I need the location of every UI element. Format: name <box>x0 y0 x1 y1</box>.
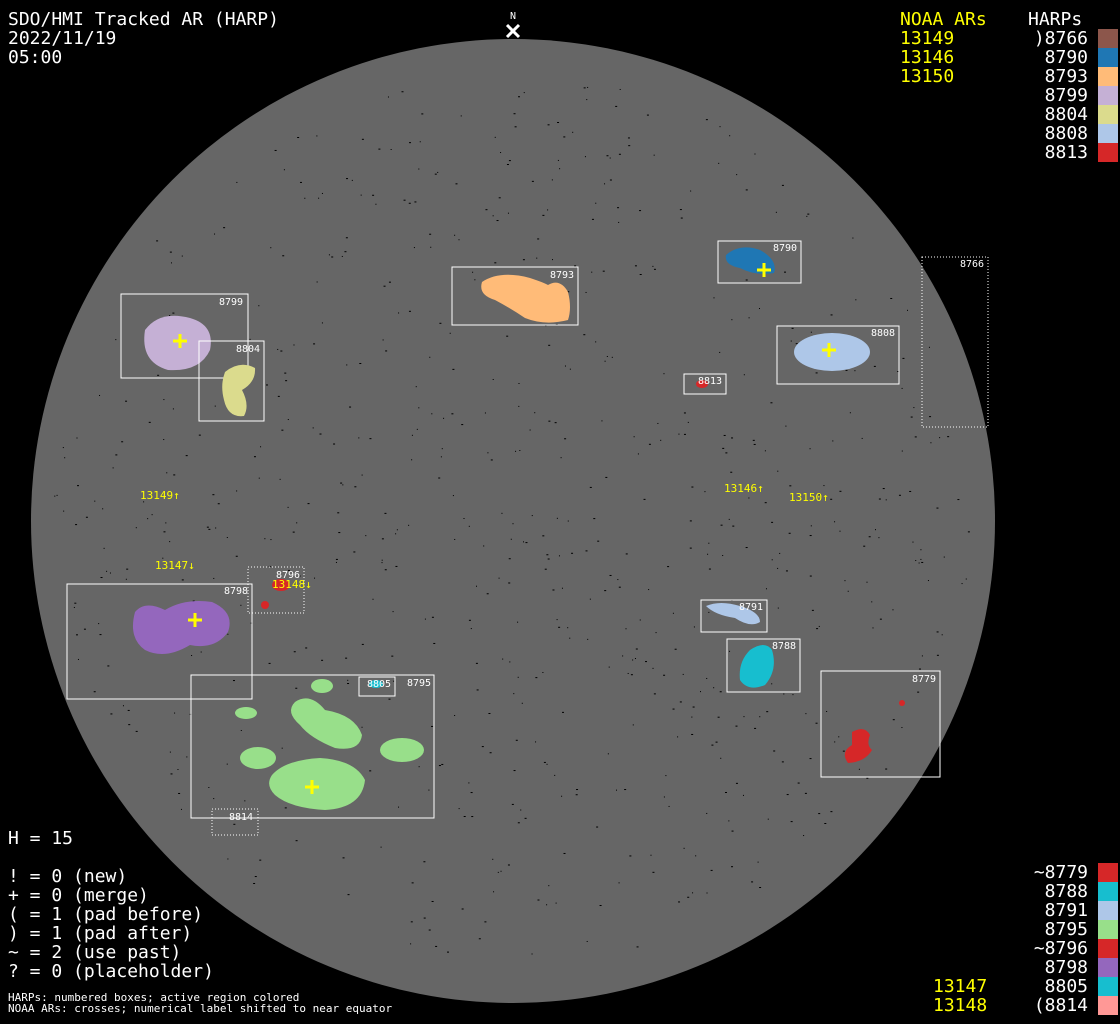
harp-legend-item: 8798 <box>1044 957 1088 978</box>
sunspot-specks <box>54 86 970 955</box>
harp-color-swatch <box>1098 939 1118 958</box>
harp-label: 8793 <box>550 270 574 281</box>
harp-label: 8790 <box>773 243 797 254</box>
status-count-line: ( = 1 (pad before) <box>8 904 204 925</box>
harp-label: 8805 <box>367 679 391 690</box>
harp-color-swatch <box>1098 882 1118 901</box>
harp-label: 8799 <box>219 297 243 308</box>
harp-label: 8798 <box>224 586 248 597</box>
status-count-line: + = 0 (merge) <box>8 885 149 906</box>
harp-legend-item: 8793 <box>1044 66 1088 87</box>
noaa-label: 13150↑ <box>789 491 829 504</box>
harp-8799[interactable]: 8799 <box>120 293 249 379</box>
harp-label: 8804 <box>236 344 260 355</box>
harp-8795[interactable]: 8795 <box>190 674 435 819</box>
noaa-cross-icons <box>173 263 836 794</box>
harp-8805[interactable]: 8805 <box>358 676 396 697</box>
time: 05:00 <box>8 47 63 68</box>
title: SDO/HMI Tracked AR (HARP) <box>8 9 279 30</box>
harp-color-swatch <box>1098 67 1118 86</box>
harp-label: 8796 <box>276 570 300 581</box>
solar-disk <box>31 39 995 1003</box>
north-label: N <box>510 11 516 22</box>
noaa-label: 13146↑ <box>724 482 764 495</box>
footnote-noaa: NOAA ARs: crosses; numerical label shift… <box>8 1002 393 1015</box>
harp-8779[interactable]: 8779 <box>820 670 941 778</box>
harp-label: 8766 <box>960 259 984 270</box>
h-count: H = 15 <box>8 828 74 849</box>
noaa-legend-item: 13147 <box>933 976 988 997</box>
harp-color-swatch <box>1098 863 1118 882</box>
harp-color-swatch <box>1098 958 1118 977</box>
harp-legend-item: )8766 <box>1033 28 1088 49</box>
harp-label: 8814 <box>229 812 253 823</box>
harp-8808[interactable]: 8808 <box>776 325 900 385</box>
harp-label: 8791 <box>739 602 763 613</box>
harp-legend-item: 8791 <box>1044 900 1088 921</box>
harp-8790[interactable]: 8790 <box>717 240 802 284</box>
harp-8814[interactable]: 8814 <box>211 808 259 836</box>
harp-label: 8788 <box>772 641 796 652</box>
harp-legend-item: ~8779 <box>1033 862 1088 883</box>
harp-legend-item: ~8796 <box>1033 938 1088 959</box>
harp-color-swatch <box>1098 920 1118 939</box>
harp-legend-item: 8808 <box>1044 123 1088 144</box>
harp-color-swatch <box>1098 29 1118 48</box>
harp-label: 8795 <box>407 678 431 689</box>
status-count-line: ) = 1 (pad after) <box>8 923 193 944</box>
noaa-legend-item: 13146 <box>900 47 955 68</box>
harp-8788[interactable]: 8788 <box>726 638 801 693</box>
harps-legend-title: HARPs <box>1028 9 1083 30</box>
noaa-label: 13148↓ <box>272 578 312 591</box>
harp-color-swatch <box>1098 143 1118 162</box>
date: 2022/11/19 <box>8 28 117 49</box>
harp-color-swatch <box>1098 124 1118 143</box>
noaa-label: 13147↓ <box>155 559 195 572</box>
harp-legend-item: 8790 <box>1044 47 1088 68</box>
harp-color-swatch <box>1098 48 1118 67</box>
harp-color-swatch <box>1098 105 1118 124</box>
harp-color-swatch <box>1098 996 1118 1015</box>
harp-label: 8808 <box>871 328 895 339</box>
harp-color-swatch <box>1098 86 1118 105</box>
north-marker-icon <box>505 23 521 39</box>
harp-8813[interactable]: 8813 <box>683 373 727 395</box>
status-count-line: ! = 0 (new) <box>8 866 128 887</box>
harp-legend-item: 8804 <box>1044 104 1088 125</box>
harp-8804[interactable]: 8804 <box>198 340 265 422</box>
footnote-harps: HARPs: numbered boxes; active region col… <box>8 991 300 1004</box>
noaa-legend-item: 13150 <box>900 66 955 87</box>
harp-legend-item: (8814 <box>1033 995 1088 1016</box>
harp-label: 8779 <box>912 674 936 685</box>
harp-label: 8813 <box>698 376 722 387</box>
status-count-line: ? = 0 (placeholder) <box>8 961 214 982</box>
harp-legend-item: 8805 <box>1044 976 1088 997</box>
harp-legend-item: 8799 <box>1044 85 1088 106</box>
harp-8798[interactable]: 8798 <box>66 583 253 700</box>
harp-8796[interactable]: 8796 <box>247 566 305 614</box>
harp-8766[interactable]: 8766 <box>921 256 989 428</box>
noaa-legend-title: NOAA ARs <box>900 9 987 30</box>
harp-legend-item: 8795 <box>1044 919 1088 940</box>
harp-8791[interactable]: 8791 <box>700 599 768 633</box>
noaa-legend-item: 13148 <box>933 995 988 1016</box>
harp-legend-item: 8813 <box>1044 142 1088 163</box>
harp-legend-item: 8788 <box>1044 881 1088 902</box>
harp-color-swatch <box>1098 901 1118 920</box>
status-count-line: ~ = 2 (use past) <box>8 942 182 963</box>
harp-8793[interactable]: 8793 <box>451 266 579 326</box>
noaa-legend-item: 13149 <box>900 28 955 49</box>
noaa-label: 13149↑ <box>140 489 180 502</box>
harp-color-swatch <box>1098 977 1118 996</box>
